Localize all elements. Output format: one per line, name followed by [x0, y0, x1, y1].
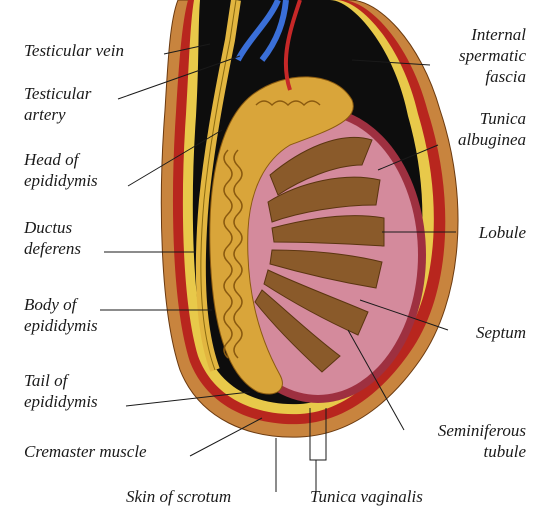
label-testicular-artery-1: Testicular [24, 84, 92, 103]
label-head-of-epididymis-1: Head of [23, 150, 81, 169]
label-ductus-deferens-1: Ductus [23, 218, 73, 237]
label-septum: Septum [476, 323, 526, 342]
label-body-of-epididymis-1: Body of [24, 295, 79, 314]
label-seminiferous-tubule-1: Seminiferous [438, 421, 527, 440]
label-tunica-vaginalis: Tunica vaginalis [310, 487, 423, 506]
label-head-of-epididymis-2: epididymis [24, 171, 98, 190]
label-seminiferous-tubule-2: tubule [484, 442, 527, 461]
label-lobule: Lobule [478, 223, 527, 242]
label-tunica-albuginea-1: Tunica [480, 109, 526, 128]
label-ductus-deferens-2: deferens [24, 239, 81, 258]
label-testicular-artery-2: artery [24, 105, 66, 124]
label-internal-spermatic-fascia-3: fascia [485, 67, 526, 86]
label-tail-of-epididymis-1: Tail of [24, 371, 70, 390]
label-tail-of-epididymis-2: epididymis [24, 392, 98, 411]
label-internal-spermatic-fascia-2: spermatic [459, 46, 527, 65]
label-testicular-vein: Testicular vein [24, 41, 124, 60]
label-body-of-epididymis-2: epididymis [24, 316, 98, 335]
label-tunica-albuginea-2: albuginea [458, 130, 526, 149]
label-cremaster-muscle: Cremaster muscle [24, 442, 147, 461]
label-skin-of-scrotum: Skin of scrotum [126, 487, 231, 506]
label-internal-spermatic-fascia-1: Internal [470, 25, 526, 44]
